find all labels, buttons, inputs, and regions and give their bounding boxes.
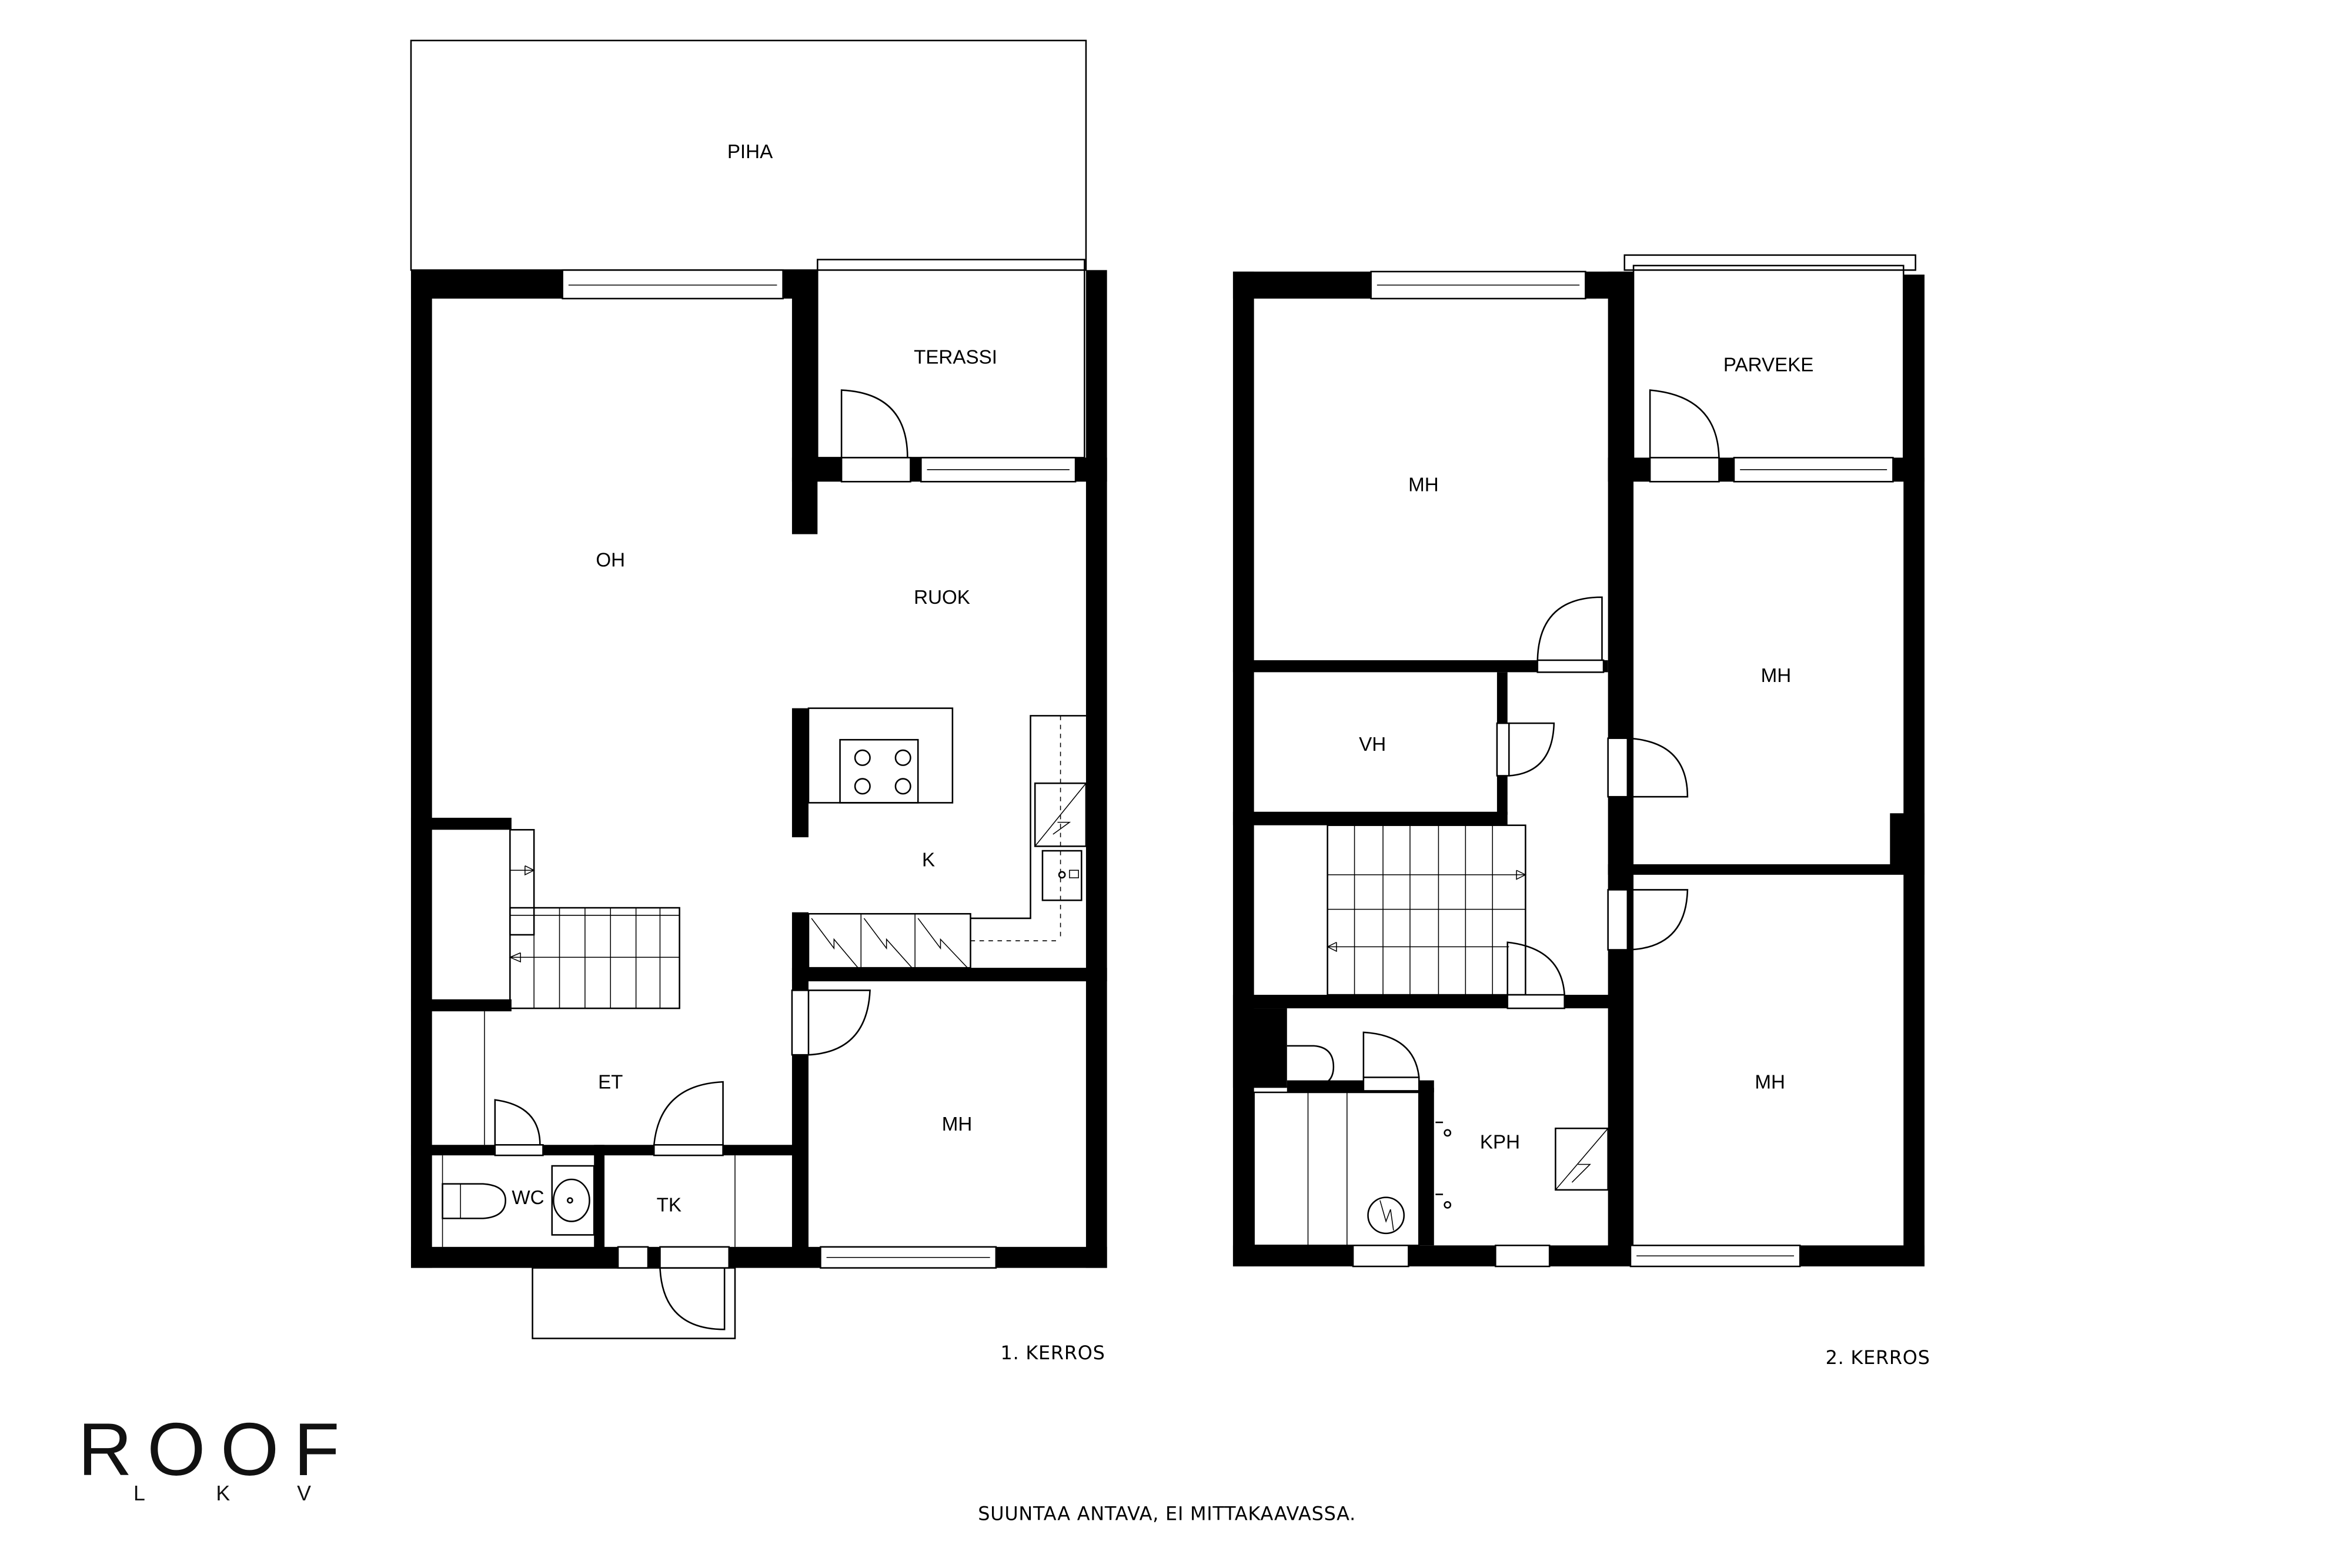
shower-fixtures: [1435, 1121, 1452, 1209]
door-swing: [1509, 722, 1555, 777]
balcony-door-frame: [1649, 457, 1720, 483]
room-label-terrace: TERASSI: [914, 347, 997, 369]
door-swing: [840, 389, 908, 458]
room-label-bedroom: MH: [1761, 665, 1792, 687]
floor-2-caption: 2. KERROS: [1826, 1346, 1930, 1369]
disclaimer: SUUNTAA ANTAVA, EI MITTAKAAVASSA.: [978, 1502, 1356, 1524]
room-label-entrance: ET: [598, 1071, 623, 1093]
brand-sub-letter: V: [297, 1482, 311, 1505]
floor-1-plan: [410, 39, 1107, 1339]
sauna-stove: [1367, 1196, 1405, 1235]
door-swing: [1506, 941, 1565, 995]
wc-sink: [551, 1165, 595, 1236]
door-swing: [494, 1099, 541, 1145]
room-label-balcony: PARVEKE: [1723, 354, 1814, 376]
window: [562, 269, 784, 300]
floor-1-caption: 1. KERROS: [1001, 1342, 1105, 1364]
floor-2-plan: [1232, 254, 1925, 1268]
window: [1495, 1245, 1551, 1268]
room-label-bedroom: MH: [942, 1114, 973, 1135]
toilet: [442, 1183, 506, 1219]
kitchen-island: [807, 707, 954, 804]
door-swing: [653, 1081, 724, 1145]
toilet: [1287, 1045, 1335, 1088]
door-swing: [1649, 389, 1720, 458]
staircase: [509, 829, 680, 1009]
room-label-bedroom: MH: [1755, 1071, 1785, 1093]
brand-sub-letter: L: [133, 1482, 145, 1505]
window: [1352, 1245, 1409, 1268]
room-label-walk-in-closet: VH: [1359, 734, 1386, 755]
room-label-bedroom: MH: [1408, 474, 1439, 496]
washing-machine: [1555, 1127, 1609, 1191]
terrace-door-frame: [840, 457, 911, 483]
room-label-wc: WC: [512, 1187, 544, 1209]
door-swing: [808, 989, 871, 1056]
brand-logo: ROOF L K V: [78, 1408, 355, 1505]
door-swing: [659, 1268, 726, 1330]
fridge: [1034, 782, 1087, 847]
stovetop: [839, 738, 919, 804]
door-swing: [1536, 596, 1603, 660]
room-label-yard: PIHA: [727, 141, 773, 163]
room-label-dining: RUOK: [914, 587, 970, 609]
staircase: [1326, 824, 1527, 996]
sauna: [1253, 1091, 1420, 1246]
room-label-living-room: OH: [596, 549, 625, 571]
room-label-kitchen: K: [922, 850, 935, 871]
door-swing: [1627, 737, 1689, 798]
door-swing: [1362, 1031, 1420, 1078]
balcony-railing: [1623, 254, 1916, 271]
room-label-utility: TK: [657, 1195, 681, 1216]
brand-sub-letter: K: [216, 1482, 230, 1505]
brand-name: ROOF: [78, 1408, 355, 1492]
kitchen-sink: [1041, 850, 1083, 901]
room-label-bathroom: KPH: [1480, 1132, 1520, 1154]
door-swing: [1627, 889, 1689, 951]
